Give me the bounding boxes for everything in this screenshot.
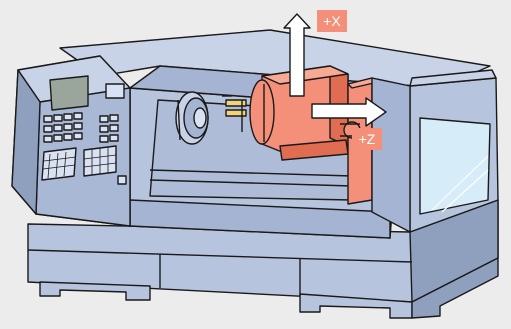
cnc-screen — [50, 76, 88, 110]
control-panel — [12, 56, 130, 226]
chuck — [176, 92, 208, 144]
z-axis-label: +Z — [352, 128, 382, 150]
x-axis-label: +X — [317, 10, 347, 32]
svg-text:+Z: +Z — [359, 131, 376, 147]
svg-text:+X: +X — [323, 13, 341, 29]
panel-button — [106, 84, 124, 98]
